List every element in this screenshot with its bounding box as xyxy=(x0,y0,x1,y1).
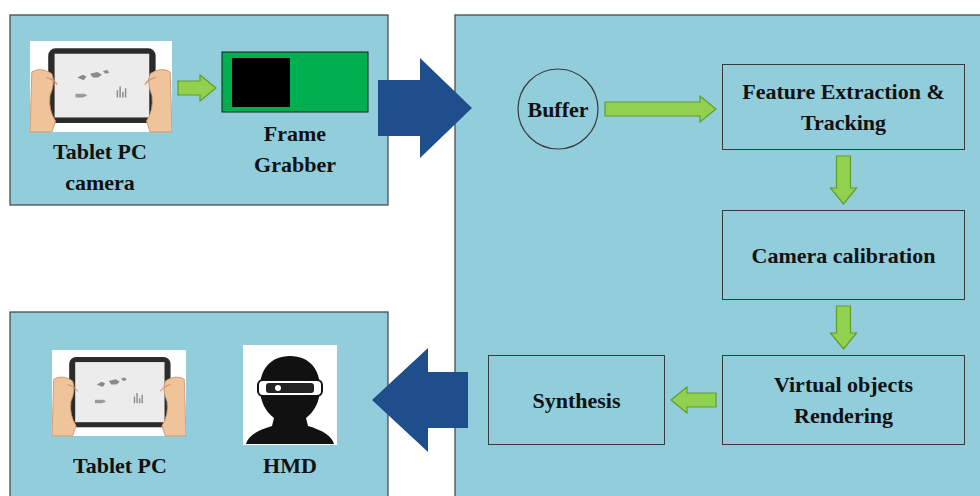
flow-connector xyxy=(605,96,716,122)
process-box: Feature Extraction & Tracking xyxy=(722,64,965,150)
node-label: Tablet PC camera xyxy=(35,136,165,198)
node-label: Frame Grabber xyxy=(235,118,355,180)
node-label: Tablet PC xyxy=(73,450,167,481)
device-node: Tablet PC xyxy=(50,345,190,483)
hmd-icon xyxy=(243,345,337,445)
buffer-circle: Buffer xyxy=(517,68,599,150)
node-label: Feature Extraction & Tracking xyxy=(733,76,954,138)
tablet-icon xyxy=(52,350,186,436)
output-panel xyxy=(10,312,388,496)
frame-grabber-chip xyxy=(232,58,290,107)
device-node: Tablet PC camera xyxy=(28,38,172,200)
flow-connector xyxy=(831,306,857,349)
flow-connector xyxy=(831,156,857,204)
node-label: Camera calibration xyxy=(752,240,936,271)
node-label: Buffer xyxy=(527,94,588,125)
input-panel xyxy=(10,15,388,205)
frame-grabber-board xyxy=(222,52,368,112)
tablet-icon xyxy=(30,41,172,132)
processing-panel xyxy=(455,15,980,496)
process-box: Synthesis xyxy=(488,355,665,445)
node-label: Synthesis xyxy=(532,385,620,416)
flow-arrow xyxy=(372,348,468,452)
process-box: Virtual objects Rendering xyxy=(722,355,965,445)
node-label: HMD xyxy=(263,450,317,481)
device-node: HMD xyxy=(238,345,342,483)
process-box: Camera calibration xyxy=(722,210,965,300)
flow-connector xyxy=(671,387,716,413)
device-node: Frame Grabber xyxy=(222,52,368,182)
flow-arrow xyxy=(378,58,472,158)
node-label: Virtual objects Rendering xyxy=(733,369,954,431)
flow-connector xyxy=(178,75,216,101)
